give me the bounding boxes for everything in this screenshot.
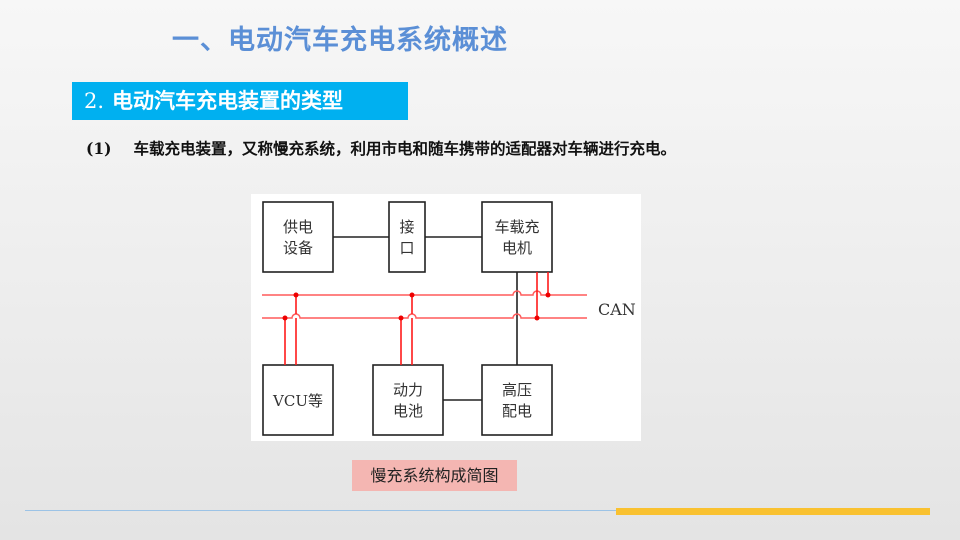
junction-dot [293,292,299,298]
page-title: 一、电动汽车充电系统概述 [172,25,508,56]
port-label: 口 [399,239,414,257]
junction-dot [534,315,540,321]
junction-dot [545,292,551,298]
section-heading: 2. 电动汽车充电装置的类型 [72,82,408,120]
junction-dot [398,315,404,321]
battery-label: 动力 [393,381,423,399]
footer-divider [25,510,617,511]
section-number: 2. [84,89,105,113]
charger-label: 车载充 [494,218,539,236]
figure-caption: 慢充系统构成简图 [352,460,517,491]
battery-label: 电池 [393,402,423,420]
hv-label: 配电 [502,402,532,420]
vcu-box [262,364,334,436]
vcu-label: VCU等 [272,392,323,410]
can-high-line [262,290,587,296]
supply-label: 供电 [283,218,313,236]
junction-dot [282,315,288,321]
bullet-point: (1) 车载充电装置，又称慢充系统，利用市电和随车携带的适配器对车辆进行充电。 [86,137,676,159]
charger-label: 电机 [502,239,532,257]
footer-accent-bar [616,508,930,515]
section-title: 电动汽车充电装置的类型 [112,89,344,113]
can-label: CAN [598,300,636,319]
supply-label: 设备 [283,239,313,257]
point-number: (1) [86,139,112,158]
junction-dot [409,292,415,298]
port-label: 接 [399,218,414,236]
point-text: 车载充电装置，又称慢充系统，利用市电和随车携带的适配器对车辆进行充电。 [133,140,676,158]
hv-label: 高压 [502,381,532,399]
